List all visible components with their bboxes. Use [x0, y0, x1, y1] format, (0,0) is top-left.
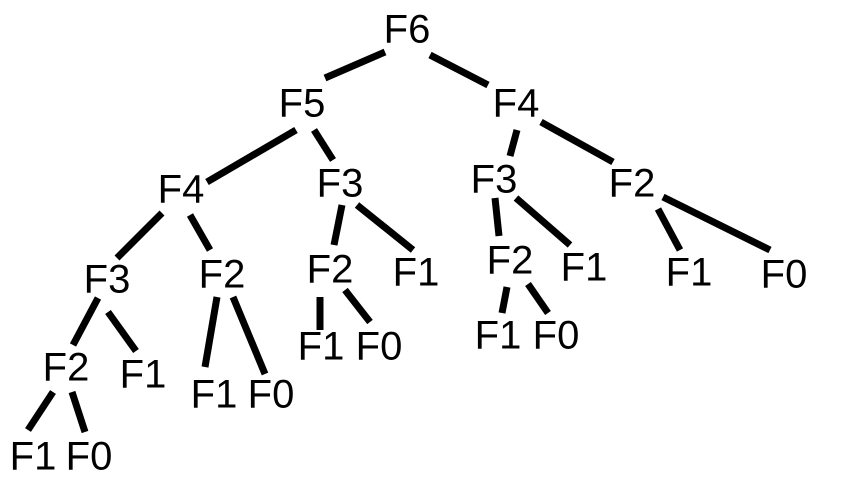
tree-edge-f6-to-f4 — [428, 51, 490, 89]
tree-edge-f3-to-f1 — [354, 202, 416, 253]
tree-node-f6: F6 — [384, 8, 431, 52]
tree-edge-f5-to-f4 — [205, 126, 298, 186]
tree-node-f0: F0 — [761, 253, 808, 297]
tree-node-f2: F2 — [199, 253, 246, 297]
tree-node-f1: F1 — [393, 251, 440, 295]
tree-node-f4: F4 — [493, 82, 540, 126]
tree-node-f0: F0 — [533, 314, 580, 358]
tree-edge-f2-to-f1 — [25, 390, 56, 432]
tree-edge-f3-to-f2 — [69, 296, 102, 347]
tree-node-f1: F1 — [10, 435, 57, 479]
tree-edge-f5-to-f3 — [311, 128, 336, 162]
tree-node-f1: F1 — [191, 373, 238, 417]
tree-edge-f4-to-f2 — [539, 118, 615, 166]
tree-node-f1: F1 — [475, 314, 522, 358]
tree-edge-f2-to-f1 — [498, 286, 511, 314]
tree-node-f0: F0 — [248, 373, 295, 417]
tree-node-f1: F1 — [120, 353, 167, 397]
tree-edge-f2-to-f0 — [68, 390, 89, 434]
tree-edge-f6-to-f5 — [323, 48, 387, 82]
tree-node-f1: F1 — [666, 251, 713, 295]
tree-edges — [25, 48, 772, 434]
tree-edge-f2-to-f1 — [201, 296, 221, 368]
tree-edge-f2-to-f0 — [229, 295, 269, 376]
tree-node-f3: F3 — [84, 258, 131, 302]
tree-node-f2: F2 — [487, 239, 534, 283]
tree-node-f1: F1 — [298, 325, 345, 369]
tree-node-f0: F0 — [356, 325, 403, 369]
tree-node-f2: F2 — [43, 346, 90, 390]
tree-node-f0: F0 — [66, 435, 113, 479]
tree-edge-f2-to-f1 — [654, 207, 684, 252]
tree-node-f4: F4 — [158, 168, 205, 212]
tree-node-f2: F2 — [307, 248, 354, 292]
tree-node-f5: F5 — [279, 82, 326, 126]
tree-edge-f4-to-f2 — [186, 213, 214, 252]
tree-node-f3: F3 — [471, 158, 518, 202]
tree-edge-f3-to-f2 — [491, 197, 503, 237]
tree-node-f2: F2 — [609, 162, 656, 206]
tree-node-f3: F3 — [317, 162, 364, 206]
tree-edge-f3-to-f2 — [330, 204, 346, 246]
tree-edge-f4-to-f3 — [506, 129, 521, 157]
tree-edge-f2-to-f0 — [342, 287, 373, 325]
tree-edge-f3-to-f1 — [513, 195, 573, 248]
tree-edge-f4-to-f3 — [114, 210, 165, 261]
tree-edge-f3-to-f1 — [105, 309, 139, 354]
tree-edge-f2-to-f0 — [525, 282, 551, 315]
tree-node-f1: F1 — [561, 246, 608, 290]
tree-edge-f2-to-f0 — [661, 193, 772, 254]
